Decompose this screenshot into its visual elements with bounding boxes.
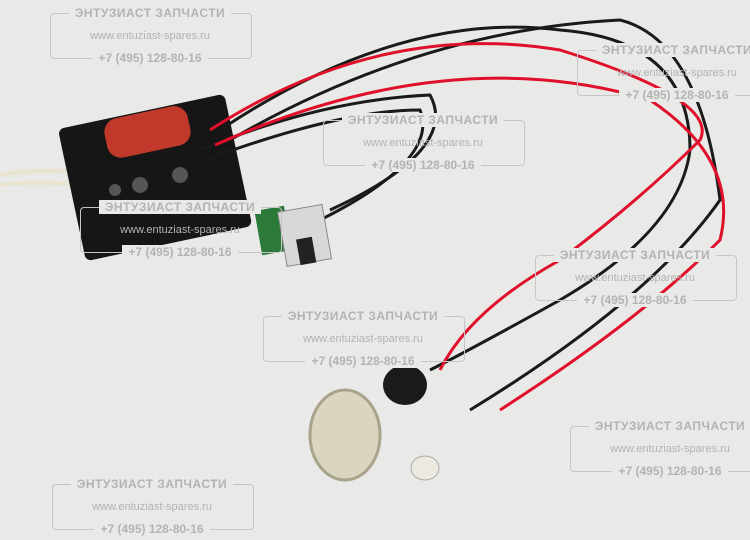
watermark-company: ЭНТУЗИАСТ ЗАПЧАСТИ xyxy=(341,113,505,127)
watermark-company: ЭНТУЗИАСТ ЗАПЧАСТИ xyxy=(98,200,262,214)
watermark-phone: +7 (495) 128-80-16 xyxy=(92,51,208,65)
watermark: ЭНТУЗИАСТ ЗАПЧАСТИ www.entuziast-spares.… xyxy=(52,474,254,540)
watermark-company: ЭНТУЗИАСТ ЗАПЧАСТИ xyxy=(68,6,232,20)
lamp-holder xyxy=(308,388,382,482)
led xyxy=(410,455,440,481)
watermark: ЭНТУЗИАСТ ЗАПЧАСТИ www.entuziast-spares.… xyxy=(570,416,750,482)
watermark-phone: +7 (495) 128-80-16 xyxy=(612,464,728,478)
watermark-website: www.entuziast-spares.ru xyxy=(120,224,240,236)
watermark-company: ЭНТУЗИАСТ ЗАПЧАСТИ xyxy=(70,477,234,491)
watermark: ЭНТУЗИАСТ ЗАПЧАСТИ www.entuziast-spares.… xyxy=(50,3,252,69)
watermark-company: ЭНТУЗИАСТ ЗАПЧАСТИ xyxy=(588,419,750,433)
watermark-website: www.entuziast-spares.ru xyxy=(363,137,483,149)
watermark: ЭНТУЗИАСТ ЗАПЧАСТИ www.entuziast-spares.… xyxy=(577,40,750,106)
watermark-company: ЭНТУЗИАСТ ЗАПЧАСТИ xyxy=(281,309,445,323)
lamp-holder-cap xyxy=(383,365,427,405)
watermark-company: ЭНТУЗИАСТ ЗАПЧАСТИ xyxy=(595,43,750,57)
watermark-website: www.entuziast-spares.ru xyxy=(617,67,737,79)
watermark-phone: +7 (495) 128-80-16 xyxy=(94,522,210,536)
watermark: ЭНТУЗИАСТ ЗАПЧАСТИ www.entuziast-spares.… xyxy=(535,245,737,311)
watermark-website: www.entuziast-spares.ru xyxy=(575,272,695,284)
watermark-website: www.entuziast-spares.ru xyxy=(610,443,730,455)
watermark-website: www.entuziast-spares.ru xyxy=(303,333,423,345)
watermark-website: www.entuziast-spares.ru xyxy=(92,501,212,513)
capacitor xyxy=(104,106,191,158)
watermark: ЭНТУЗИАСТ ЗАПЧАСТИ www.entuziast-spares.… xyxy=(80,197,282,263)
watermark-phone: +7 (495) 128-80-16 xyxy=(122,245,238,259)
watermark: ЭНТУЗИАСТ ЗАПЧАСТИ www.entuziast-spares.… xyxy=(263,306,465,372)
watermark: ЭНТУЗИАСТ ЗАПЧАСТИ www.entuziast-spares.… xyxy=(323,110,525,176)
watermark-website: www.entuziast-spares.ru xyxy=(90,30,210,42)
watermark-company: ЭНТУЗИАСТ ЗАПЧАСТИ xyxy=(553,248,717,262)
watermark-phone: +7 (495) 128-80-16 xyxy=(365,158,481,172)
components xyxy=(109,167,188,196)
watermark-phone: +7 (495) 128-80-16 xyxy=(577,293,693,307)
watermark-phone: +7 (495) 128-80-16 xyxy=(619,88,735,102)
red-wires xyxy=(209,42,726,412)
watermark-phone: +7 (495) 128-80-16 xyxy=(305,354,421,368)
switch-button xyxy=(296,236,317,266)
